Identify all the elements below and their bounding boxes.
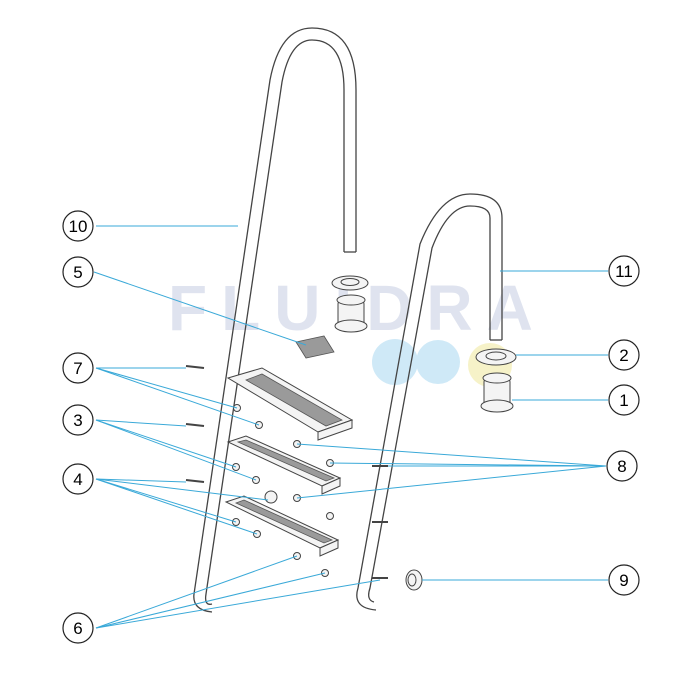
step-bottom xyxy=(224,495,340,557)
escutcheon-right xyxy=(475,348,517,366)
svg-text:4: 4 xyxy=(73,470,82,489)
svg-text:3: 3 xyxy=(73,411,82,430)
callout-11: 11 xyxy=(608,255,640,287)
bolts-left xyxy=(185,365,388,579)
handrail-right xyxy=(356,193,503,611)
callout-8: 8 xyxy=(606,450,638,482)
end-cap xyxy=(405,569,423,591)
svg-text:10: 10 xyxy=(69,217,88,236)
svg-text:11: 11 xyxy=(615,262,633,281)
callout-7: 7 xyxy=(62,352,94,384)
callout-6: 6 xyxy=(62,612,94,644)
callout-2: 2 xyxy=(608,339,640,371)
svg-text:8: 8 xyxy=(617,457,626,476)
anchor-right xyxy=(480,372,514,413)
svg-text:1: 1 xyxy=(619,391,628,410)
anti-slip-pad xyxy=(295,335,335,359)
callout-9: 9 xyxy=(608,564,640,596)
svg-text:7: 7 xyxy=(73,359,82,378)
watermark-blue-drop xyxy=(372,339,418,385)
step-middle xyxy=(226,435,342,495)
leader-lines xyxy=(93,225,608,629)
svg-text:2: 2 xyxy=(619,346,628,365)
svg-text:9: 9 xyxy=(619,571,628,590)
step-top xyxy=(226,367,354,441)
callout-10: 10 xyxy=(62,210,94,242)
svg-text:6: 6 xyxy=(73,619,82,638)
callout-5: 5 xyxy=(62,256,94,288)
svg-text:5: 5 xyxy=(73,263,82,282)
callout-1: 1 xyxy=(608,384,640,416)
watermark-blue-drop-2 xyxy=(416,340,460,384)
anchor-left xyxy=(331,275,369,333)
callout-3: 3 xyxy=(62,404,94,436)
callout-4: 4 xyxy=(62,463,94,495)
